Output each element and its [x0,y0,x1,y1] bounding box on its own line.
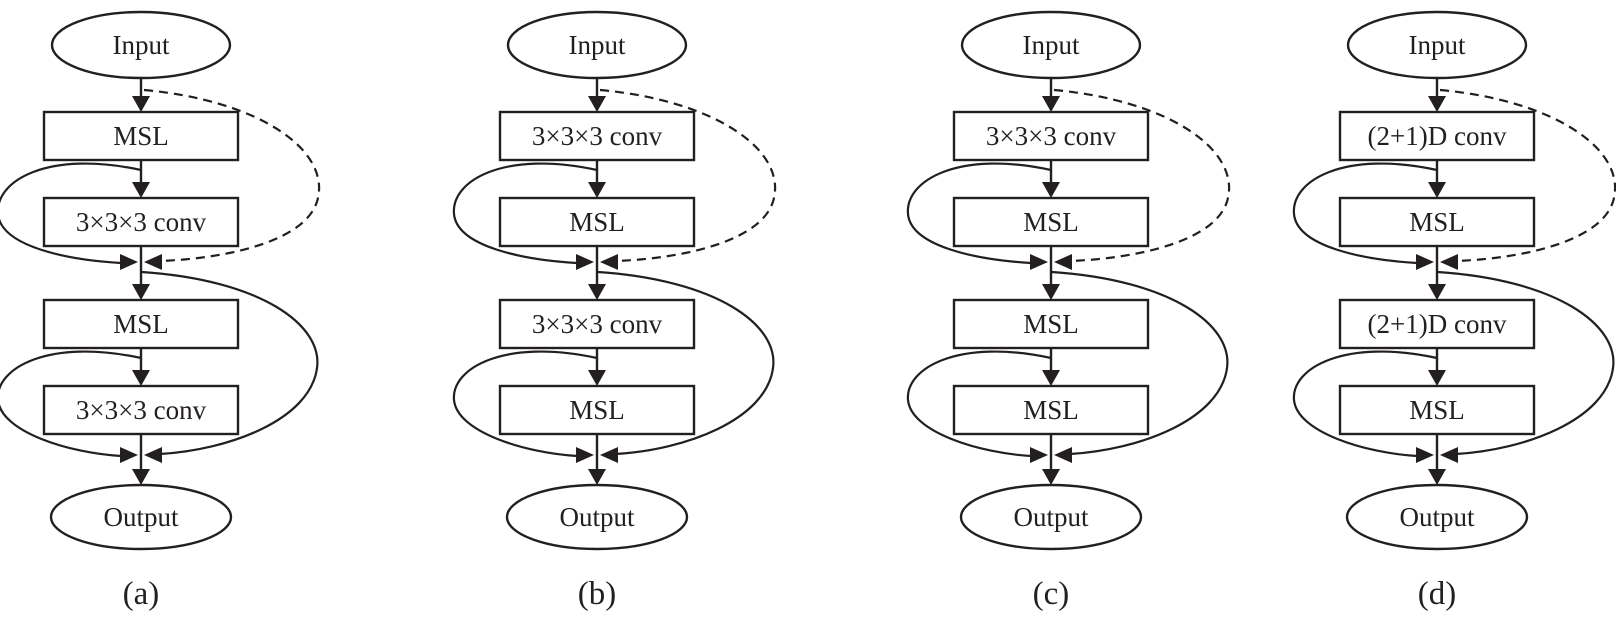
skip-connection-solid [452,350,598,458]
skip-connection-solid [0,350,142,458]
block-label-2: MSL [1409,207,1465,237]
block-label-1: 3×3×3 conv [532,121,663,151]
block-label-4: 3×3×3 conv [76,395,207,425]
arrowhead-icon [576,254,594,270]
block-label-3: MSL [1023,309,1079,339]
arrowhead-icon [1416,254,1434,270]
input-label: Input [1023,30,1080,60]
arrowhead-icon [1042,284,1060,300]
arrowhead-icon [588,469,606,485]
panel-caption: (a) [123,576,160,612]
arrowhead-icon [1042,370,1060,386]
block-label-2: MSL [569,207,625,237]
block-label-2: 3×3×3 conv [76,207,207,237]
skip-connection-solid [0,162,142,265]
arrowhead-icon [132,182,150,198]
output-node [1345,483,1529,551]
skip-connection-solid [906,350,1052,458]
arrowhead-icon [1042,469,1060,485]
arrowhead-icon [1054,447,1072,463]
arrowhead-icon [1428,182,1446,198]
panel-d: Input (2+1)D conv MSL (2+1)D conv MSL Ou… [1292,10,1616,612]
block-label-4: MSL [569,395,625,425]
arrowhead-icon [120,254,138,270]
block-label-4: MSL [1023,395,1079,425]
arrowhead-icon [132,469,150,485]
skip-connection-solid [906,162,1052,265]
block-label-3: (2+1)D conv [1368,309,1507,339]
arrowhead-icon [1428,370,1446,386]
skip-connection-dashed [143,88,321,263]
arrowhead-icon [132,284,150,300]
arrowhead-icon [576,447,594,463]
arrowhead-icon [1042,96,1060,112]
block-label-1: MSL [113,121,169,151]
panel-b: Input 3×3×3 conv MSL 3×3×3 conv MSL Outp… [452,10,777,612]
block-label-3: MSL [113,309,169,339]
arrowhead-icon [1428,469,1446,485]
arrowhead-icon [1440,254,1458,270]
input-label: Input [569,30,626,60]
output-label: Output [1013,502,1089,532]
arrowhead-icon [588,96,606,112]
skip-connection-solid [141,270,319,456]
skip-connection-solid [1437,270,1615,456]
block-label-2: MSL [1023,207,1079,237]
arrowhead-icon [1030,254,1048,270]
input-label: Input [1409,30,1466,60]
arrowhead-icon [1054,254,1072,270]
skip-connection-dashed [1053,88,1231,263]
skip-connection-solid [452,162,598,265]
skip-connection-solid [1292,350,1438,458]
arrowhead-icon [1440,447,1458,463]
skip-connection-solid [597,270,775,456]
skip-connection-solid [1292,162,1438,265]
arrowhead-icon [600,254,618,270]
block-label-3: 3×3×3 conv [532,309,663,339]
output-label: Output [559,502,635,532]
panel-caption: (c) [1033,576,1070,612]
block-label-1: (2+1)D conv [1368,121,1507,151]
arrowhead-icon [588,370,606,386]
panel-caption: (b) [578,576,616,612]
output-node [49,483,233,551]
input-label: Input [113,30,170,60]
arrowhead-icon [120,447,138,463]
arrowhead-icon [1428,96,1446,112]
output-label: Output [103,502,179,532]
output-node [959,483,1143,551]
arrowhead-icon [132,370,150,386]
arrowhead-icon [1042,182,1060,198]
arrowhead-icon [132,96,150,112]
arrowhead-icon [144,447,162,463]
arrowhead-icon [144,254,162,270]
output-node [505,483,689,551]
skip-connection-dashed [1439,88,1616,263]
arrowhead-icon [1428,284,1446,300]
block-label-1: 3×3×3 conv [986,121,1117,151]
panel-caption: (d) [1418,576,1456,612]
block-label-4: MSL [1409,395,1465,425]
panel-a: Input MSL 3×3×3 conv MSL 3×3×3 conv Outp… [0,10,321,612]
panel-c: Input 3×3×3 conv MSL MSL MSL Output (c) [906,10,1231,612]
arrowhead-icon [1030,447,1048,463]
arrowhead-icon [600,447,618,463]
arrowhead-icon [588,284,606,300]
output-label: Output [1399,502,1475,532]
skip-connection-solid [1051,270,1229,456]
arrowhead-icon [588,182,606,198]
skip-connection-dashed [599,88,777,263]
arrowhead-icon [1416,447,1434,463]
